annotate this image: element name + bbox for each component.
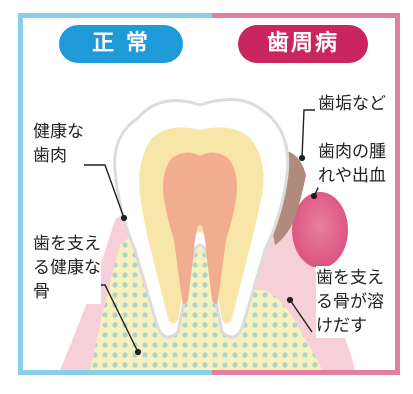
leader-plaque — [301, 109, 315, 159]
normal-panel-frame — [18, 13, 212, 375]
tooth-pulp — [163, 152, 237, 304]
label-dissolving-bone: 歯を支え る骨が溶 けだす — [316, 266, 384, 338]
label-healthy-gum: 健康な 歯肉 — [33, 120, 84, 168]
label-swollen-gum: 歯肉の腫 れや出血 — [318, 140, 386, 188]
label-healthy-bone: 歯を支え る健康な 骨 — [33, 232, 101, 304]
disease-panel-frame — [212, 13, 400, 375]
leader-dissolving-bone — [289, 299, 313, 333]
disease-panel-title: 歯周病 — [238, 25, 368, 63]
normal-panel-title: 正 常 — [59, 25, 183, 63]
swollen-gum — [292, 192, 348, 268]
label-plaque: 歯垢など — [318, 92, 386, 116]
leader-healthy-gum — [40, 164, 125, 219]
